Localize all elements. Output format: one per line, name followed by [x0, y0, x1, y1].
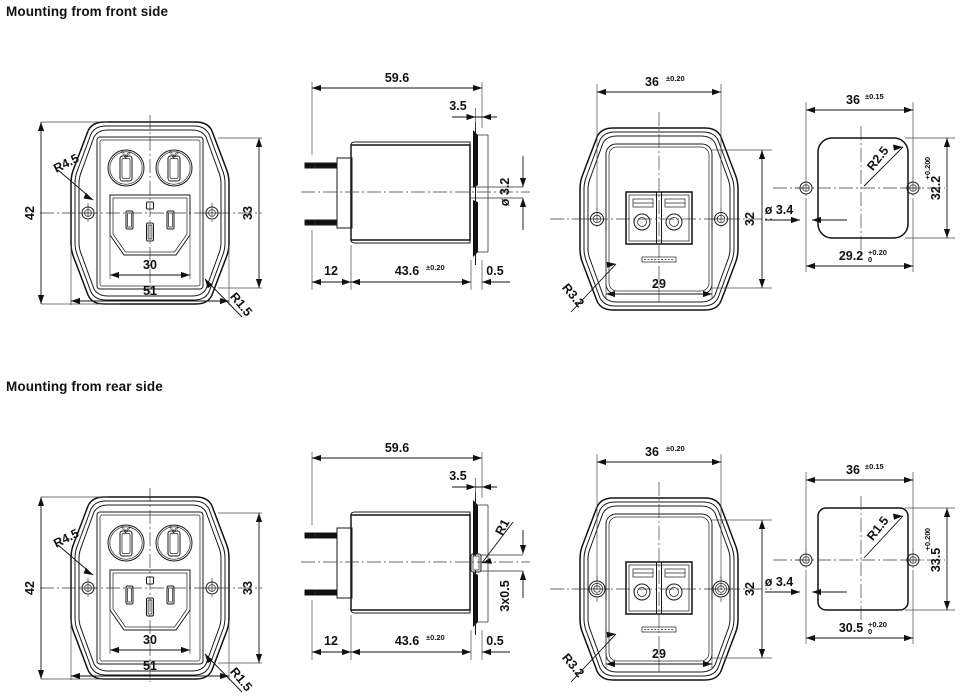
- svg-text:FUSE: FUSE: [123, 150, 132, 159]
- dim-32: 32: [743, 582, 757, 596]
- fuse-holder-left: FUSE FUSE: [107, 149, 145, 187]
- rear-side-rear-elevation-view: 36 ±0.20 32 29 R3.2: [540, 430, 820, 692]
- dim-42: 42: [23, 581, 37, 595]
- fuse-holder-left: FUSE FUSE: [107, 524, 145, 562]
- dim-43-6-tol: ±0.20: [426, 263, 445, 272]
- dim-0-5: 0.5: [486, 264, 503, 278]
- dim-29-2: 29.2: [839, 249, 863, 263]
- dim-43-6: 43.6: [395, 264, 419, 278]
- section-title-rear: Mounting from rear side: [6, 379, 163, 394]
- dim-36: 36: [645, 445, 659, 459]
- dim-29-2-tol-upper: +0.20: [868, 248, 887, 257]
- dim-r3-2: R3.2: [559, 281, 587, 310]
- dim-32-2: 32.2: [929, 176, 943, 200]
- dim-36: 36: [846, 93, 860, 107]
- svg-text:FUSE: FUSE: [168, 525, 177, 534]
- dim-33: 33: [241, 206, 255, 220]
- dim-59-6: 59.6: [385, 441, 409, 455]
- dim-36: 36: [846, 463, 860, 477]
- dim-33: 33: [241, 581, 255, 595]
- dim-29: 29: [652, 277, 666, 291]
- dim-43-6: 43.6: [395, 634, 419, 648]
- dim-29: 29: [652, 647, 666, 661]
- dim-36: 36: [645, 75, 659, 89]
- svg-text:FUSE: FUSE: [120, 525, 129, 534]
- rear-side-front-elevation-view: FUSE FUSE FUSE FUSE 42: [0, 470, 300, 695]
- dim-36-tol: ±0.20: [666, 444, 685, 453]
- dim-32-2-tol-lower: 0: [923, 157, 932, 161]
- dim-36-tol: ±0.15: [865, 462, 884, 471]
- dim-r1-5: R1.5: [227, 290, 255, 319]
- rear-side-panel-cutout-view: 36 ±0.15 33.5 +0.20 0 30.5 +0.20 0 R1.5 …: [755, 430, 968, 692]
- svg-text:FUSE: FUSE: [168, 150, 177, 159]
- dim-30: 30: [143, 633, 157, 647]
- dim-43-6-tol: ±0.20: [426, 633, 445, 642]
- rear-side-side-elevation-view: 59.6 3.5 R1 3x0.5 12 43.6 ±0.20 0.5: [295, 430, 545, 680]
- svg-text:FUSE: FUSE: [171, 525, 180, 534]
- dim-r1-5: R1.5: [864, 514, 891, 543]
- dim-51: 51: [143, 284, 157, 298]
- dim-36-tol: ±0.20: [666, 74, 685, 83]
- fuse-holder-right: FUSE FUSE: [155, 149, 193, 187]
- dim-30-5-tol-lower: 0: [868, 627, 872, 636]
- section-title-front: Mounting from front side: [6, 4, 169, 19]
- dim-r1: R1: [493, 517, 513, 538]
- dim-12: 12: [324, 264, 338, 278]
- dim-dia-3-2: ø 3.2: [498, 178, 512, 207]
- dim-30-5-tol-upper: +0.20: [868, 620, 887, 629]
- dim-36-tol: ±0.15: [865, 92, 884, 101]
- dim-33-5: 33.5: [929, 548, 943, 572]
- dim-32-2-tol-upper: +0.20: [923, 161, 932, 180]
- svg-text:FUSE: FUSE: [120, 150, 129, 159]
- dim-12: 12: [324, 634, 338, 648]
- dim-dia-3-4: ø 3.4: [765, 203, 794, 217]
- dim-dia-3-4: ø 3.4: [765, 575, 794, 589]
- dim-59-6: 59.6: [385, 71, 409, 85]
- dim-32: 32: [743, 212, 757, 226]
- dim-3-5: 3.5: [449, 469, 466, 483]
- dim-r1-5: R1.5: [227, 665, 255, 694]
- dim-29-2-tol-lower: 0: [868, 255, 872, 264]
- front-side-panel-cutout-view: 36 ±0.15 32.2 +0.20 0 29.2 +0.20 0 R2.5 …: [755, 60, 968, 320]
- dim-30-5: 30.5: [839, 621, 863, 635]
- dim-42: 42: [23, 206, 37, 220]
- dim-3-5: 3.5: [449, 99, 466, 113]
- front-side-rear-elevation-view: 36 ±0.20 32 29 R3.2: [540, 60, 820, 320]
- dim-r3-2: R3.2: [559, 651, 587, 680]
- dim-33-5-tol-upper: +0.20: [923, 532, 932, 551]
- dim-30: 30: [143, 258, 157, 272]
- dim-0-5: 0.5: [486, 634, 503, 648]
- svg-text:FUSE: FUSE: [171, 150, 180, 159]
- fuse-holder-right: FUSE FUSE: [155, 524, 193, 562]
- front-side-front-elevation-view: FUSE FUSE FUSE FUSE: [0, 95, 300, 319]
- dim-51: 51: [143, 659, 157, 673]
- dim-r2-5: R2.5: [864, 144, 891, 173]
- svg-text:FUSE: FUSE: [123, 525, 132, 534]
- dim-33-5-tol-lower: 0: [923, 528, 932, 532]
- dim-3x0-5: 3x0.5: [498, 580, 512, 611]
- front-side-side-elevation-view: 59.6 3.5 ø 3.2 12 43.6 ±0.20 0.5: [295, 60, 545, 310]
